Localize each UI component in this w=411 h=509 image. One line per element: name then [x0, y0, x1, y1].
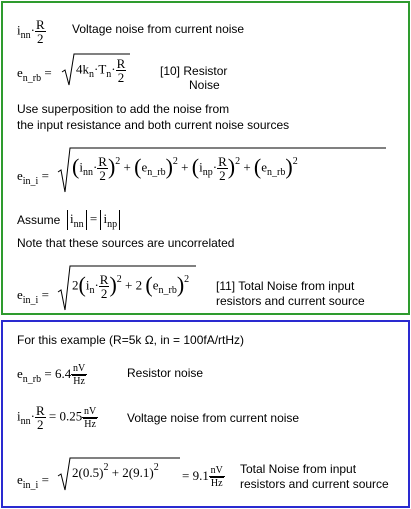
eq-equal-magnitudes: inn = inp [67, 210, 121, 230]
total-noise-label-line1: Total Noise from input [240, 462, 357, 476]
assume-label: Assume [17, 213, 61, 227]
eq2-label-line2: Noise [189, 78, 220, 92]
uncorrelated-note: Note that these sources are uncorrelated [17, 236, 235, 250]
sqrt-radical [57, 457, 180, 491]
noise-derivation-panel [1, 1, 410, 315]
example-total-noise-lhs: ein_i = [17, 472, 49, 491]
sqrt-radical [57, 265, 196, 311]
eq-simplified-total-lhs: ein_i = [17, 287, 49, 306]
eq-resistor-noise-lhs: en_rb = [17, 65, 52, 84]
superposition-text-1: Use superposition to add the noise from [17, 102, 230, 116]
example-panel [1, 320, 410, 508]
resistor-noise-label: Resistor noise [127, 366, 204, 380]
current-noise-label: Voltage noise from current noise [127, 411, 300, 425]
eq2-label-line1: [10] Resistor [160, 64, 228, 78]
sqrt-radical [57, 147, 386, 193]
eq-total-label-line1: [11] Total Noise from input [216, 279, 355, 293]
sqrt-radical [61, 53, 130, 86]
eq-total-label-line2: resistors and current source [216, 294, 365, 308]
example-heading: For this example (R=5k Ω, in = 100fA/rtH… [17, 333, 245, 347]
eq-total-noise-lhs: ein_i = [17, 168, 49, 187]
example-total-noise-radicand: 2(0.5)2 + 2(9.1)2 [72, 462, 159, 480]
eq1-label: Voltage noise from current noise [72, 22, 245, 36]
superposition-text-2: the input resistance and both current no… [17, 118, 290, 132]
total-noise-label-line2: resistors and current source [240, 477, 389, 491]
